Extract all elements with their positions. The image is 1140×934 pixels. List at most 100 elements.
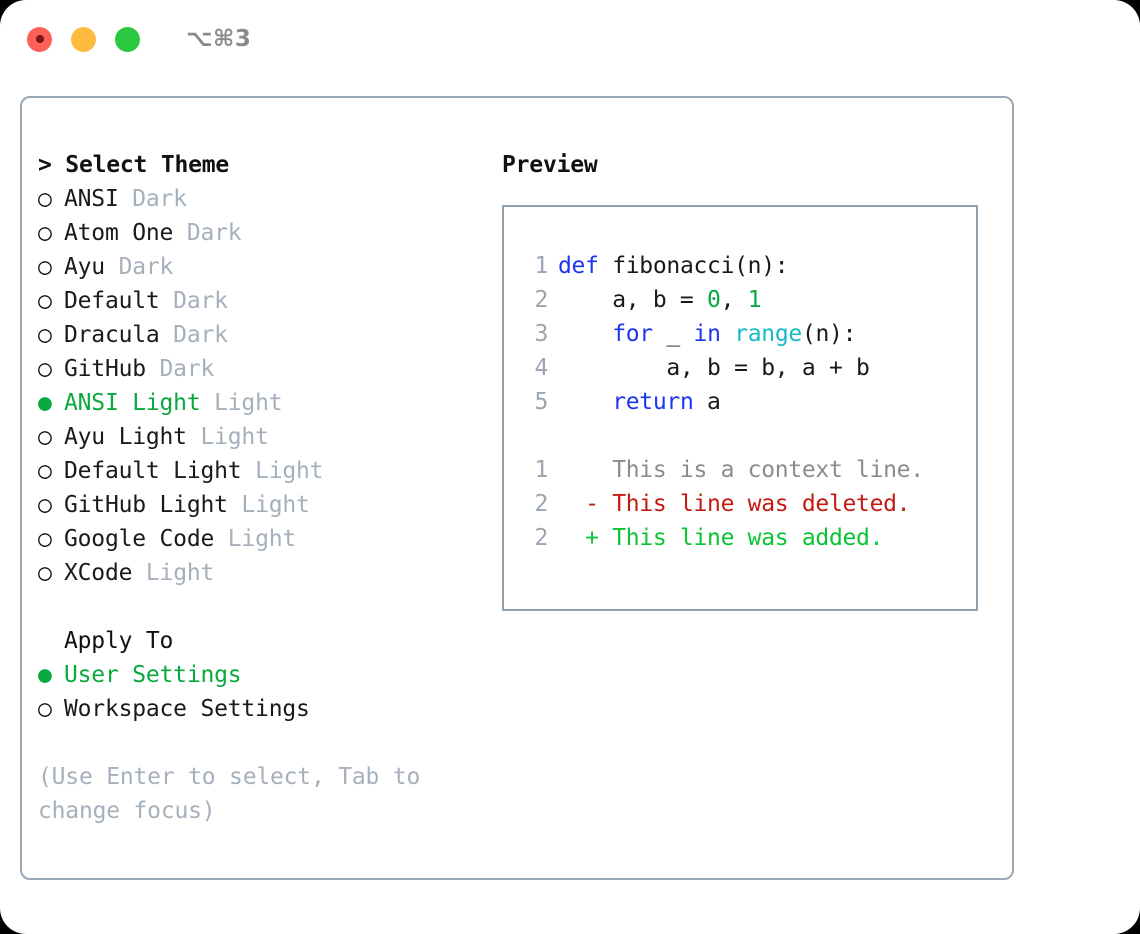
title-bar: ⌥⌘3 <box>0 0 1140 78</box>
line-number: 2 <box>534 491 548 517</box>
close-button[interactable] <box>27 26 52 52</box>
diff-line-text: This is a context line. <box>558 457 924 483</box>
code-token-kw: in <box>693 321 721 347</box>
theme-option-default[interactable]: ○Default Dark <box>38 284 498 318</box>
line-number: 5 <box>534 389 548 415</box>
code-token-id: fibonacci(n): <box>598 253 789 279</box>
theme-option-github-light[interactable]: ○ GitHub Light Light <box>38 488 498 522</box>
theme-option-name: GitHub <box>64 356 146 382</box>
radio-unselected-icon: ○ <box>38 696 52 722</box>
theme-option-list: ○ANSI Dark○Atom One Dark○Ayu Dark○Defaul… <box>38 182 498 590</box>
radio-unselected-icon: ○ <box>38 288 52 314</box>
diff-block: 1 This is a context line.2 - This line w… <box>522 453 970 555</box>
theme-picker-header: > Select Theme <box>38 152 230 178</box>
theme-option-variant: Dark <box>118 186 187 212</box>
keyboard-hint-text: (Use Enter to select, Tab to change focu… <box>38 764 421 824</box>
theme-option-variant: Light <box>214 526 297 552</box>
theme-option-variant: Light <box>241 458 324 484</box>
radio-unselected-icon: ○ <box>38 186 52 212</box>
theme-option-ayu[interactable]: ○Ayu Dark <box>38 250 498 284</box>
code-line-text: a, b = 0, 1 <box>558 283 761 317</box>
theme-option-variant: Dark <box>145 356 215 382</box>
theme-option-name: Default Light <box>64 458 242 484</box>
apply-to-option-list: ● User Settings ○ Workspace Settings <box>38 658 498 726</box>
window-controls <box>27 26 140 52</box>
diff-line-add: 2 + This line was added. <box>522 521 970 555</box>
theme-option-atom-one[interactable]: ○Atom One Dark <box>38 216 498 250</box>
keyboard-shortcut-label: ⌥⌘3 <box>186 26 252 52</box>
diff-line-del: 2 - This line was deleted. <box>522 487 970 521</box>
zoom-button[interactable] <box>115 26 140 52</box>
diff-line-context: 1 This is a context line. <box>522 453 970 487</box>
content-frame: > Select Theme ○ANSI Dark○Atom One Dark○… <box>20 96 1014 880</box>
theme-option-ansi[interactable]: ○ANSI Dark <box>38 182 498 216</box>
theme-option-dracula[interactable]: ○ Dracula Dark <box>38 318 498 352</box>
radio-selected-icon: ● <box>38 662 52 688</box>
apply-to-option-workspace-settings[interactable]: ○ Workspace Settings <box>38 692 498 726</box>
code-token-id: a, b = <box>558 287 708 313</box>
code-token-num: 1 <box>747 287 762 313</box>
theme-option-xcode[interactable]: ○ XCode Light <box>38 556 498 590</box>
line-number: 1 <box>534 253 548 279</box>
apply-to-header: Apply To <box>64 628 174 654</box>
radio-unselected-icon: ○ <box>38 492 52 518</box>
theme-option-variant: Light <box>132 560 215 586</box>
code-token-id: _ <box>652 321 694 347</box>
theme-option-name: Atom One <box>64 220 174 246</box>
theme-option-variant: Light <box>227 492 310 518</box>
theme-option-name: Ayu <box>64 254 105 280</box>
code-line: 3 for _ in range(n): <box>522 317 970 351</box>
theme-option-variant: Light <box>200 390 283 416</box>
code-line: 5 return a <box>522 385 970 419</box>
theme-option-variant: Dark <box>104 254 174 280</box>
radio-unselected-icon: ○ <box>38 458 52 484</box>
theme-option-variant: Light <box>186 424 269 450</box>
line-number: 1 <box>534 457 548 483</box>
theme-option-name: Ayu Light <box>64 424 187 450</box>
radio-unselected-icon: ○ <box>38 322 52 348</box>
theme-option-name: XCode <box>64 560 133 586</box>
line-number: 3 <box>534 321 548 347</box>
line-number: 2 <box>534 525 548 551</box>
diff-spacer <box>522 419 970 453</box>
preview-title: Preview <box>502 152 598 178</box>
code-token-id: a <box>693 389 721 415</box>
theme-option-github[interactable]: ○ GitHub Dark <box>38 352 498 386</box>
theme-option-name: Dracula <box>64 322 160 348</box>
apply-to-option-label: User Settings <box>64 662 242 688</box>
minimize-button[interactable] <box>71 26 96 52</box>
radio-selected-icon: ● <box>38 390 52 416</box>
code-line: 2 a, b = 0, 1 <box>522 283 970 317</box>
theme-option-name: GitHub Light <box>64 492 228 518</box>
theme-option-name: ANSI Light <box>64 390 201 416</box>
section-spacer <box>38 590 498 624</box>
code-token-id: a, b = b, a + b <box>558 355 870 381</box>
theme-option-ayu-light[interactable]: ○Ayu Light Light <box>38 420 498 454</box>
code-line-text: return a <box>558 385 721 419</box>
code-token-id <box>558 321 612 347</box>
radio-unselected-icon: ○ <box>38 560 52 586</box>
theme-option-variant: Dark <box>173 220 242 246</box>
theme-option-variant: Dark <box>159 288 228 314</box>
line-number: 2 <box>534 287 548 313</box>
code-token-id: (n): <box>801 321 857 347</box>
code-token-id: , <box>720 287 748 313</box>
code-token-id <box>721 321 735 347</box>
theme-option-variant: Dark <box>159 322 228 348</box>
code-line-text: def fibonacci(n): <box>558 249 789 283</box>
apply-to-option-user-settings[interactable]: ● User Settings <box>38 658 498 692</box>
code-token-id <box>558 389 612 415</box>
code-token-kw: for <box>612 321 653 347</box>
apply-to-option-label: Workspace Settings <box>64 696 310 722</box>
radio-unselected-icon: ○ <box>38 356 52 382</box>
radio-unselected-icon: ○ <box>38 526 52 552</box>
code-token-kw: return <box>612 389 694 415</box>
theme-option-ansi-light[interactable]: ● ANSI Light Light <box>38 386 498 420</box>
theme-option-google-code[interactable]: ○Google Code Light <box>38 522 498 556</box>
theme-option-default-light[interactable]: ○ Default Light Light <box>38 454 498 488</box>
code-line: 1 def fibonacci(n): <box>522 249 970 283</box>
